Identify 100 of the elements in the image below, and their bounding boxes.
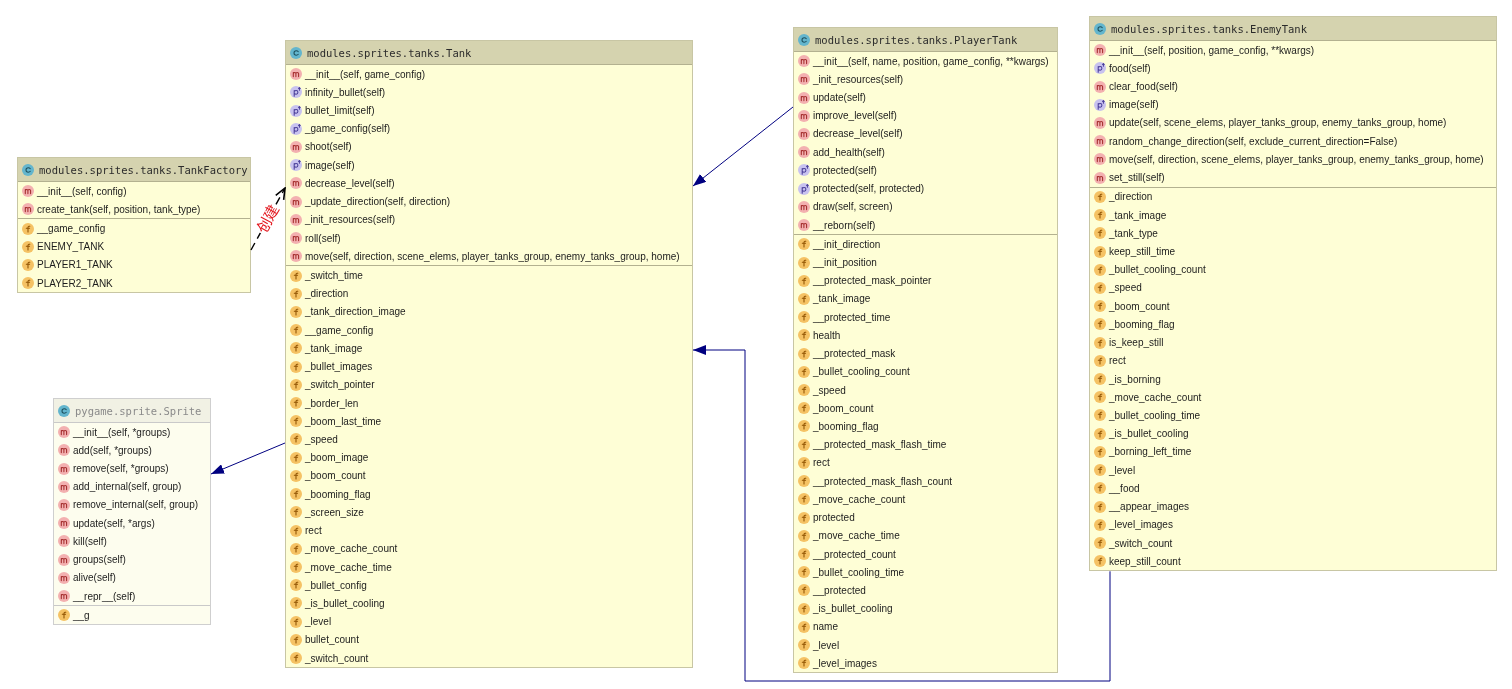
field-label: __protected_mask_flash_time bbox=[813, 439, 947, 451]
field-label: _switch_pointer bbox=[305, 379, 375, 391]
field-label: _booming_flag bbox=[1109, 318, 1175, 330]
method-label: _game_config(self) bbox=[305, 123, 391, 135]
field-label: _move_cache_time bbox=[305, 561, 392, 573]
field-label: __init_position bbox=[813, 257, 877, 268]
method-label: set_still(self) bbox=[1109, 172, 1165, 184]
field-label: _tank_image bbox=[305, 342, 363, 354]
method-label: __repr__(self) bbox=[73, 590, 136, 602]
field-label: PLAYER2_TANK bbox=[37, 277, 113, 289]
field-label: __protected_time bbox=[813, 311, 891, 323]
method-label: clear_food(self) bbox=[1109, 81, 1178, 93]
method-label: remove(self, *groups) bbox=[73, 463, 169, 475]
field-label: __protected bbox=[813, 584, 866, 596]
arrow bbox=[692, 106, 794, 187]
method-label: image(self) bbox=[1109, 99, 1159, 111]
class-name: modules.sprites.tanks.TankFactory bbox=[39, 163, 248, 176]
field-label: _is_bullet_cooling bbox=[305, 597, 385, 609]
field-label: _direction bbox=[1109, 191, 1153, 203]
field-label: rect bbox=[813, 457, 830, 469]
field-label: rect bbox=[305, 525, 322, 537]
method-label: __init__(self, position, game_config, **kwargs) bbox=[1109, 44, 1315, 56]
class-name: modules.sprites.tanks.PlayerTank bbox=[815, 33, 1018, 46]
field-label: _boom_count bbox=[1109, 300, 1170, 312]
field-label: _direction bbox=[305, 288, 349, 300]
field-label: _level bbox=[813, 639, 840, 651]
method-label: add_internal(self, group) bbox=[73, 481, 182, 493]
method-label: update(self) bbox=[813, 92, 866, 104]
field-label: name bbox=[813, 621, 838, 633]
method-label: __init__(self, *groups) bbox=[73, 426, 171, 438]
field-label: PLAYER1_TANK bbox=[37, 259, 113, 271]
method-label: food(self) bbox=[1109, 62, 1151, 74]
field-label: _level bbox=[305, 616, 332, 628]
method-label: decrease_level(self) bbox=[305, 177, 395, 189]
field-label: _speed bbox=[305, 434, 338, 445]
field-label: keep_still_count bbox=[1109, 555, 1181, 567]
field-label: _move_cache_count bbox=[813, 493, 906, 505]
field-label: __g bbox=[73, 609, 90, 621]
field-label: _bullet_cooling_time bbox=[1109, 410, 1201, 421]
field-label: _boom_count bbox=[305, 470, 366, 482]
method-label: __init__(self, game_config) bbox=[305, 68, 426, 80]
method-label: move(self, direction, scene_elems, player_tanks_group, enemy_tanks_group, home) bbox=[305, 250, 680, 262]
field-label: rect bbox=[1109, 355, 1126, 367]
field-label: ENEMY_TANK bbox=[37, 241, 105, 253]
field-label: _screen_size bbox=[305, 506, 364, 518]
method-label: move(self, direction, scene_elems, player_tanks_group, enemy_tanks_group, home) bbox=[1109, 153, 1484, 165]
method-label: add(self, *groups) bbox=[73, 444, 152, 456]
field-label: __protected_mask_pointer bbox=[813, 275, 932, 287]
field-label: _booming_flag bbox=[305, 488, 371, 500]
field-label: bullet_count bbox=[305, 634, 359, 646]
field-label: _is_borning bbox=[1109, 373, 1161, 385]
class-box bbox=[53, 398, 211, 626]
field-label: protected bbox=[813, 512, 855, 524]
field-label: _level_images bbox=[1109, 519, 1173, 531]
arrow bbox=[210, 442, 286, 475]
field-label: _move_cache_count bbox=[1109, 391, 1202, 403]
class-box bbox=[1089, 16, 1497, 572]
method-label: _init_resources(self) bbox=[813, 73, 904, 85]
method-label: bullet_limit(self) bbox=[305, 105, 375, 117]
method-label: update(self, scene_elems, player_tanks_group, enemy_tanks_group, home) bbox=[1109, 117, 1447, 129]
method-label: roll(self) bbox=[305, 232, 341, 244]
method-label: __init__(self, name, position, game_config, **kwargs) bbox=[813, 55, 1049, 67]
field-label: _borning_left_time bbox=[1109, 446, 1192, 458]
field-label: _boom_count bbox=[813, 402, 874, 414]
field-label: __food bbox=[1109, 482, 1140, 494]
method-label: random_change_direction(self, exclude_current_direction=False) bbox=[1109, 135, 1398, 147]
field-label: _level bbox=[1109, 464, 1136, 476]
field-label: _tank_image bbox=[1109, 209, 1167, 221]
field-label: _speed bbox=[1109, 282, 1142, 294]
method-label: protected(self, protected) bbox=[813, 183, 925, 195]
method-label: update(self, *args) bbox=[73, 517, 155, 529]
method-label: kill(self) bbox=[73, 535, 107, 547]
field-label: _tank_type bbox=[1109, 227, 1158, 239]
field-label: is_keep_still bbox=[1109, 337, 1164, 349]
method-label: __init__(self, config) bbox=[37, 185, 127, 197]
field-label: __appear_images bbox=[1109, 501, 1190, 513]
class-box bbox=[793, 27, 1058, 674]
method-label: decrease_level(self) bbox=[813, 128, 903, 140]
field-label: __protected_mask_flash_count bbox=[813, 475, 952, 487]
field-label: _is_bullet_cooling bbox=[1109, 428, 1189, 440]
method-label: improve_level(self) bbox=[813, 110, 897, 122]
field-label: _move_cache_time bbox=[813, 530, 900, 542]
method-label: groups(self) bbox=[73, 554, 126, 566]
method-label: protected(self) bbox=[813, 164, 877, 176]
field-label: __game_config bbox=[305, 324, 374, 336]
field-label: _bullet_images bbox=[305, 361, 373, 373]
field-label: _tank_image bbox=[813, 293, 871, 305]
field-label: _speed bbox=[813, 384, 846, 396]
method-label: _init_resources(self) bbox=[305, 214, 396, 226]
field-label: __protected_count bbox=[813, 548, 896, 560]
field-label: __init_direction bbox=[813, 238, 881, 250]
method-label: infinity_bullet(self) bbox=[305, 86, 386, 98]
method-label: create_tank(self, position, tank_type) bbox=[37, 203, 201, 215]
method-label: add_health(self) bbox=[813, 146, 885, 158]
field-label: keep_still_time bbox=[1109, 246, 1176, 257]
field-label: _boom_image bbox=[305, 452, 369, 464]
field-label: _bullet_cooling_count bbox=[813, 366, 910, 378]
field-label: _booming_flag bbox=[813, 421, 879, 432]
field-label: _boom_last_time bbox=[305, 415, 382, 427]
field-label: _switch_count bbox=[305, 652, 369, 664]
